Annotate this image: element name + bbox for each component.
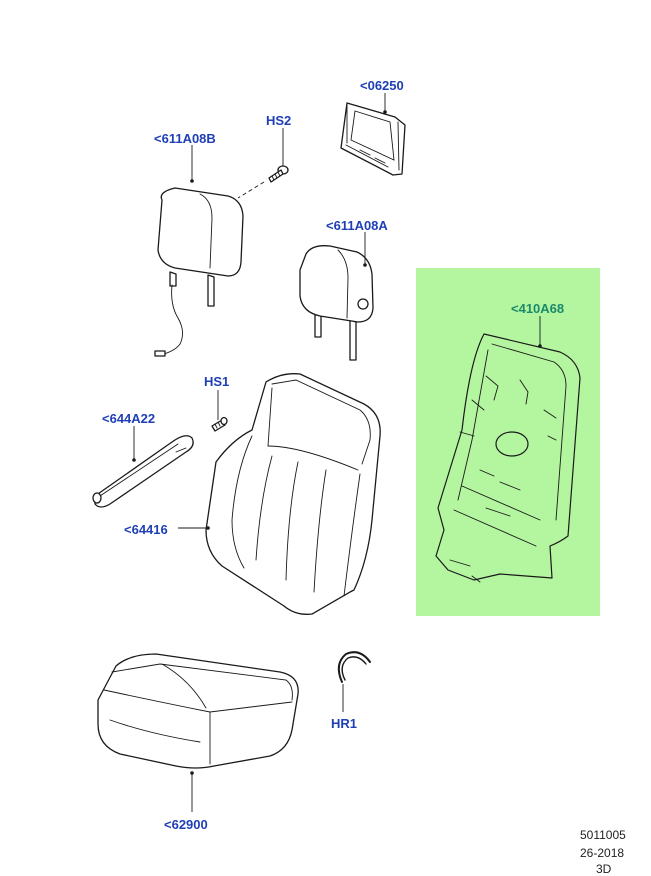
callout-hs1[interactable]: HS1 — [204, 374, 230, 389]
leader-dot-62900 — [190, 771, 194, 775]
leader-dot-410a68 — [538, 344, 542, 348]
drawing-date: 26-2018 — [580, 846, 625, 860]
callout-06250[interactable]: <06250 — [360, 78, 404, 93]
part-62900-seat-cushion[interactable] — [97, 653, 299, 769]
leader-dot-06250 — [383, 110, 387, 114]
part-410a68-seat-back-frame[interactable] — [435, 333, 581, 583]
callout-611a08a[interactable]: <611A08A — [326, 218, 388, 233]
leader-hs2-dash — [237, 181, 265, 199]
drawing-view-code: 3D — [596, 862, 612, 876]
part-64416-seat-back-cover[interactable] — [205, 373, 381, 615]
callout-410a68[interactable]: <410A68 — [511, 301, 565, 316]
leader-dot-611a08a — [363, 263, 367, 267]
part-hs1-screw[interactable] — [211, 416, 228, 432]
callout-hr1[interactable]: HR1 — [331, 716, 358, 731]
callout-62900[interactable]: <62900 — [164, 817, 208, 832]
drawing-number: 5011005 — [580, 828, 626, 842]
part-hs2-screw[interactable] — [268, 165, 289, 183]
callout-64416[interactable]: <64416 — [124, 522, 168, 537]
part-644a22-side-trim[interactable] — [92, 435, 194, 508]
part-hr1-hog-ring[interactable] — [337, 651, 371, 683]
leader-dot-64416 — [206, 526, 210, 530]
callout-644a22[interactable]: <644A22 — [102, 411, 156, 426]
callout-hs2[interactable]: HS2 — [266, 113, 292, 128]
leader-dot-611a08b — [190, 179, 194, 183]
leader-dot-644a22 — [132, 458, 136, 462]
part-06250-bracket[interactable] — [340, 102, 406, 176]
part-611a08a-headrest[interactable] — [299, 245, 374, 361]
part-611a08b-headrest[interactable] — [154, 187, 244, 357]
callout-611a08b[interactable]: <611A08B — [154, 131, 216, 146]
